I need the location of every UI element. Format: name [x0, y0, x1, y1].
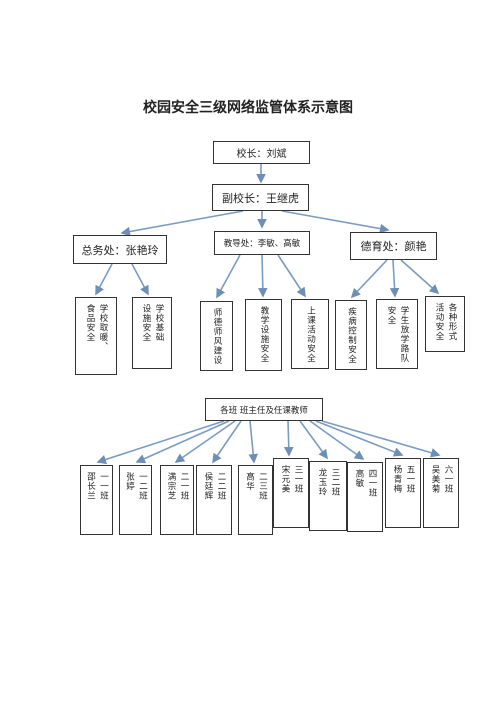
connector-arrow — [350, 259, 388, 299]
class-item-label: 高华 — [244, 472, 255, 491]
class-item-label: 侯廷辉 — [203, 472, 213, 501]
class-item-label: 张婷 — [124, 472, 135, 491]
connector-arrow — [216, 254, 241, 299]
moral-office-box: 德育处：颜艳 — [350, 232, 437, 260]
connector-arrow — [95, 263, 113, 296]
class-item-box: 一二班张婷 — [119, 465, 152, 535]
moral-item-label: 安全 — [386, 306, 396, 325]
moral-item-label: 学生放学路队 — [399, 306, 409, 363]
connector-arrow — [131, 263, 149, 296]
teaching-item-box: 教学设施安全 — [245, 299, 282, 371]
connector-arrow — [309, 420, 365, 460]
connector-arrow — [277, 254, 306, 298]
class-item-label: 满宗芝 — [166, 472, 176, 501]
vice-principal-label: 副校长：王继虎 — [222, 191, 299, 205]
class-item-label: 六一班 — [443, 465, 453, 494]
class-item-label: 杨青梅 — [392, 465, 402, 494]
connector-arrow — [174, 420, 236, 463]
class-item-label: 五一班 — [405, 465, 415, 494]
class-item-label: 一一班 — [98, 472, 109, 501]
connector-arrow — [283, 420, 294, 457]
moral-item-label: 疾病控制安全 — [346, 307, 357, 364]
teaching-office-label: 教导处：李敏、高敏 — [223, 239, 301, 249]
connector-arrow — [321, 420, 441, 458]
connector-arrow — [120, 210, 244, 237]
teaching-item-label: 教学设施安全 — [259, 306, 269, 363]
teaching-item-label: 师德师风建设 — [212, 308, 222, 365]
teaching-item-box: 师德师风建设 — [200, 301, 233, 371]
general-item-label: 学校基础 — [154, 304, 164, 342]
connector-arrow — [400, 259, 440, 295]
class-item-label: 吴美菊 — [430, 465, 440, 494]
class-item-label: 二三班 — [257, 472, 268, 501]
class-item-label: 三一班 — [293, 465, 303, 494]
connector-arrow — [248, 420, 259, 464]
moral-item-box: 各种形式活动安全 — [425, 296, 465, 352]
moral-item-box: 疾病控制安全 — [335, 300, 367, 370]
connector-arrow — [96, 420, 225, 465]
class-item-label: 邵长兰 — [85, 472, 96, 501]
teaching-office-box: 教导处：李敏、高敏 — [214, 231, 310, 255]
class-item-label: 高敏 — [354, 469, 364, 488]
general-item-label: 学校取暖、 — [98, 304, 108, 352]
class-item-box: 二一班满宗芝 — [160, 465, 194, 535]
class-item-label: 四一班 — [367, 469, 377, 498]
moral-office-label: 德育处：颜艳 — [360, 240, 427, 253]
class-item-label: 宋元美 — [280, 465, 290, 494]
class-item-label: 龙玉玲 — [317, 468, 327, 497]
class-item-box: 五一班杨青梅 — [385, 458, 421, 528]
class-item-box: 六一班吴美菊 — [423, 458, 459, 528]
connector-arrow — [281, 210, 390, 234]
class-item-label: 二二班 — [216, 472, 226, 501]
vice-principal-box: 副校长：王继虎 — [212, 184, 309, 211]
principal-label: 校长：刘斌 — [236, 149, 287, 160]
class-teachers-box: 各班 班主任及任课教师 — [205, 398, 323, 421]
class-item-label: 一二班 — [137, 472, 148, 501]
class-teachers-label: 各班 班主任及任课教师 — [220, 405, 308, 416]
moral-item-label: 活动安全 — [434, 303, 444, 341]
moral-item-box: 学生放学路队安全 — [376, 299, 418, 369]
page-title: 校园安全三级网络监管体系示意图 — [143, 100, 353, 116]
connector-arrow — [135, 420, 230, 464]
general-affairs-label: 总务处：张艳玲 — [81, 243, 159, 257]
connector-arrow — [212, 420, 242, 464]
moral-item-label: 各种形式 — [447, 303, 457, 341]
class-item-box: 四一班高敏 — [347, 462, 383, 532]
class-item-label: 三二班 — [330, 468, 340, 497]
class-item-box: 一一班邵长兰 — [80, 465, 113, 535]
class-item-box: 二三班高华 — [238, 465, 273, 535]
general-item-box: 学校基础设施安全 — [132, 297, 172, 369]
general-item-label: 食品安全 — [85, 304, 95, 342]
general-item-box: 学校取暖、食品安全 — [75, 297, 117, 375]
connector-arrow — [258, 254, 268, 298]
connector-arrow — [299, 420, 328, 460]
teaching-item-label: 上课活动安全 — [305, 306, 316, 363]
connector-arrow — [315, 420, 404, 457]
connector-arrow — [389, 259, 400, 298]
class-item-label: 二一班 — [179, 472, 189, 501]
principal-box: 校长：刘斌 — [213, 141, 310, 164]
class-item-box: 三二班龙玉玲 — [309, 461, 347, 531]
class-item-box: 三一班宋元美 — [273, 458, 309, 528]
teaching-item-box: 上课活动安全 — [291, 299, 329, 369]
class-item-box: 二二班侯廷辉 — [196, 465, 232, 535]
general-affairs-box: 总务处：张艳玲 — [73, 235, 167, 264]
general-item-label: 设施安全 — [141, 304, 151, 342]
